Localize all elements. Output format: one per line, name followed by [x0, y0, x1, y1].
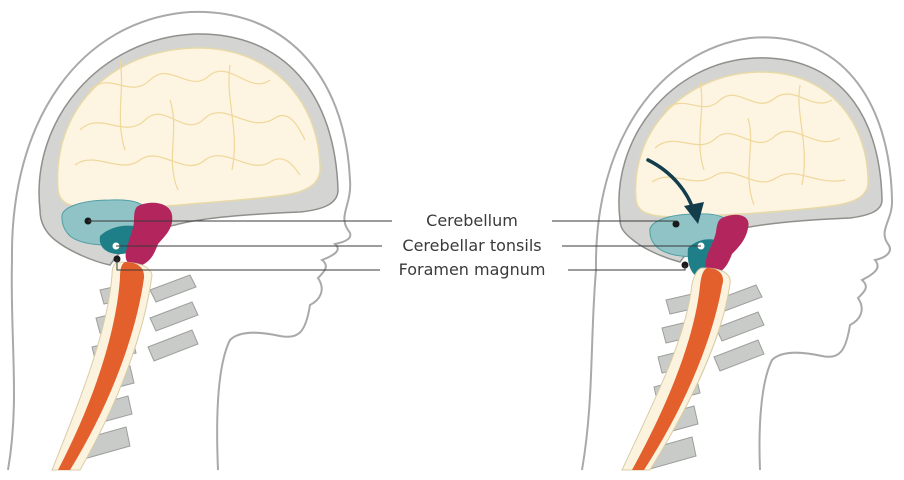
normal-head [8, 12, 350, 470]
cerebellum-dot [673, 221, 680, 228]
leader-lines [88, 221, 701, 270]
leader-foramen-left [117, 259, 380, 270]
label-foramen-magnum: Foramen magnum [399, 260, 546, 279]
label-cerebellum: Cerebellum [426, 211, 518, 230]
herniated-head [582, 37, 892, 470]
label-cerebellar-tonsils: Cerebellar tonsils [402, 236, 541, 255]
leader-foramen-right [568, 265, 685, 270]
